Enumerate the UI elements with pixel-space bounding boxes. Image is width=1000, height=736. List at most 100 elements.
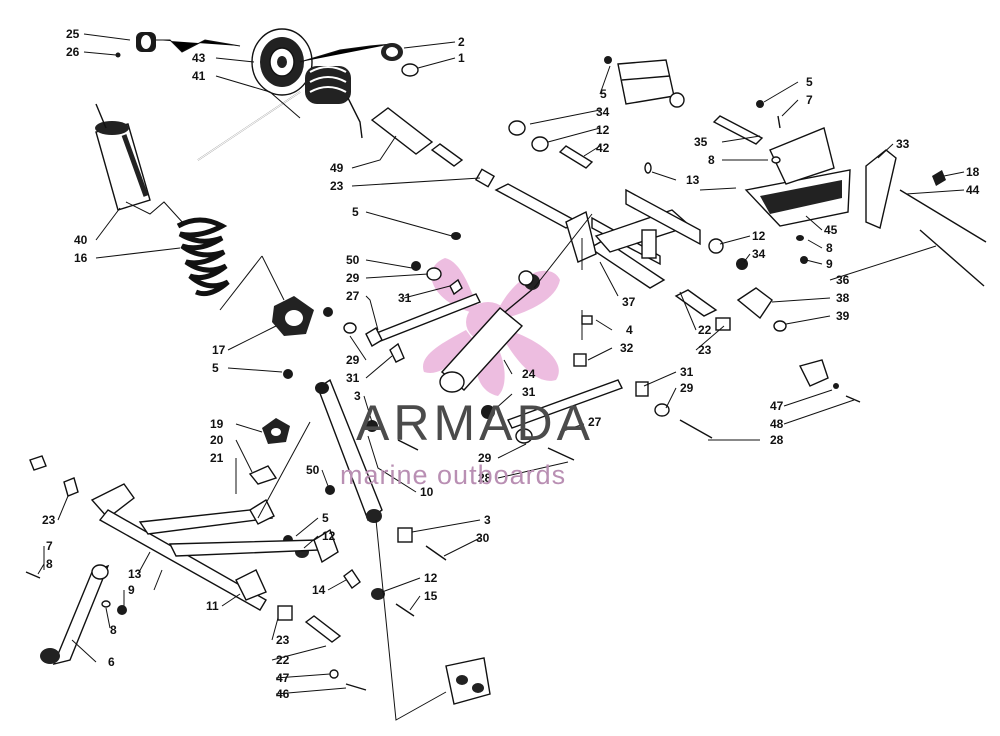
callout-34: 34 — [752, 247, 766, 261]
callout-7: 7 — [46, 539, 53, 553]
callout-35: 35 — [694, 135, 708, 149]
callout-8: 8 — [110, 623, 117, 637]
spacer-42 — [558, 145, 594, 169]
plate-47-48 — [798, 359, 829, 387]
wheel-connector-line — [156, 39, 393, 63]
callout-8: 8 — [826, 241, 833, 255]
callout-18: 18 — [966, 165, 980, 179]
callout-14: 14 — [312, 583, 326, 597]
bolt-44 — [899, 189, 987, 243]
callout-9: 9 — [128, 583, 135, 597]
cap-2 — [381, 43, 403, 61]
callout-40: 40 — [74, 233, 88, 247]
callout-48: 48 — [770, 417, 784, 431]
callout-22: 22 — [276, 653, 290, 667]
callout-12: 12 — [752, 229, 766, 243]
callout-36: 36 — [836, 273, 850, 287]
callout-50: 50 — [346, 253, 360, 267]
nut-5-top — [604, 56, 612, 64]
callout-2: 2 — [458, 35, 465, 49]
plate-38 — [736, 287, 773, 320]
callout-23: 23 — [330, 179, 344, 193]
shock-boot-40 — [95, 121, 151, 211]
callout-29: 29 — [346, 353, 360, 367]
callout-19: 19 — [210, 417, 224, 431]
slide-block-45 — [744, 127, 851, 227]
idler-wheel-43 — [251, 28, 313, 96]
callout-49: 49 — [330, 161, 344, 175]
stop-bracket-33 — [865, 149, 897, 229]
callout-50: 50 — [306, 463, 320, 477]
callout-5: 5 — [600, 87, 607, 101]
callout-42: 42 — [596, 141, 610, 155]
callout-15: 15 — [424, 589, 438, 603]
callout-3: 3 — [484, 513, 491, 527]
watermark: ARMADA marine outboards — [340, 395, 590, 490]
callout-16: 16 — [74, 251, 88, 265]
callout-12: 12 — [424, 571, 438, 585]
callout-4: 4 — [626, 323, 633, 337]
callout-39: 39 — [836, 309, 850, 323]
callout-38: 38 — [836, 291, 850, 305]
callout-13: 13 — [686, 173, 700, 187]
clip-20 — [248, 465, 278, 485]
callout-29: 29 — [346, 271, 360, 285]
callout-29: 29 — [680, 381, 694, 395]
bolt-28 — [679, 419, 713, 439]
callout-3: 3 — [354, 389, 361, 403]
bushing-34-top — [508, 92, 685, 152]
callout-10: 10 — [420, 485, 434, 499]
callout-5: 5 — [322, 511, 329, 525]
small-hardware — [323, 100, 946, 461]
callout-23: 23 — [276, 633, 290, 647]
callout-27: 27 — [346, 289, 360, 303]
callout-31: 31 — [398, 291, 412, 305]
callout-31: 31 — [680, 365, 694, 379]
shaft-35 — [712, 115, 764, 145]
callout-47: 47 — [770, 399, 784, 413]
callout-43: 43 — [192, 51, 206, 65]
callout-44: 44 — [966, 183, 980, 197]
leader-lines — [37, 33, 965, 695]
callout-23: 23 — [698, 343, 712, 357]
callout-1: 1 — [458, 51, 465, 65]
callout-20: 20 — [210, 433, 224, 447]
callout-12: 12 — [322, 529, 336, 543]
rear-arm-37 — [565, 188, 701, 266]
pivot-arm-6 — [40, 564, 110, 666]
callout-47: 47 — [276, 671, 290, 685]
callout-5: 5 — [352, 205, 359, 219]
callout-22: 22 — [698, 323, 712, 337]
callout-33: 33 — [896, 137, 910, 151]
callout-12: 12 — [596, 123, 610, 137]
washer-1 — [401, 63, 419, 77]
watermark-tagline: marine outboards — [340, 460, 566, 490]
callout-17: 17 — [212, 343, 226, 357]
callout-24: 24 — [522, 367, 536, 381]
coil-spring-16 — [176, 217, 230, 297]
callout-7: 7 — [806, 93, 813, 107]
callout-8: 8 — [46, 557, 53, 571]
callout-46: 46 — [276, 687, 290, 701]
callout-28: 28 — [770, 433, 784, 447]
callout-26: 26 — [66, 45, 80, 59]
part-callouts: 25 26 43 41 2 1 49 23 40 16 5 34 12 42 5… — [42, 27, 980, 701]
callout-9: 9 — [826, 257, 833, 271]
callout-37: 37 — [622, 295, 636, 309]
assembly-arrows — [125, 187, 737, 721]
callout-11: 11 — [206, 599, 219, 613]
boot-rod — [95, 103, 107, 129]
callout-34: 34 — [596, 105, 610, 119]
callout-21: 21 — [210, 451, 224, 465]
nut-5-left — [283, 369, 293, 379]
callout-32: 32 — [620, 341, 634, 355]
washer-26 — [115, 52, 121, 58]
shaft-assembly-49 — [370, 107, 731, 331]
callout-25: 25 — [66, 27, 80, 41]
bumper-19 — [262, 418, 290, 444]
bracket-top-right — [617, 59, 675, 105]
callout-5: 5 — [212, 361, 219, 375]
callout-30: 30 — [476, 531, 490, 545]
front-arm-11 — [90, 483, 339, 611]
